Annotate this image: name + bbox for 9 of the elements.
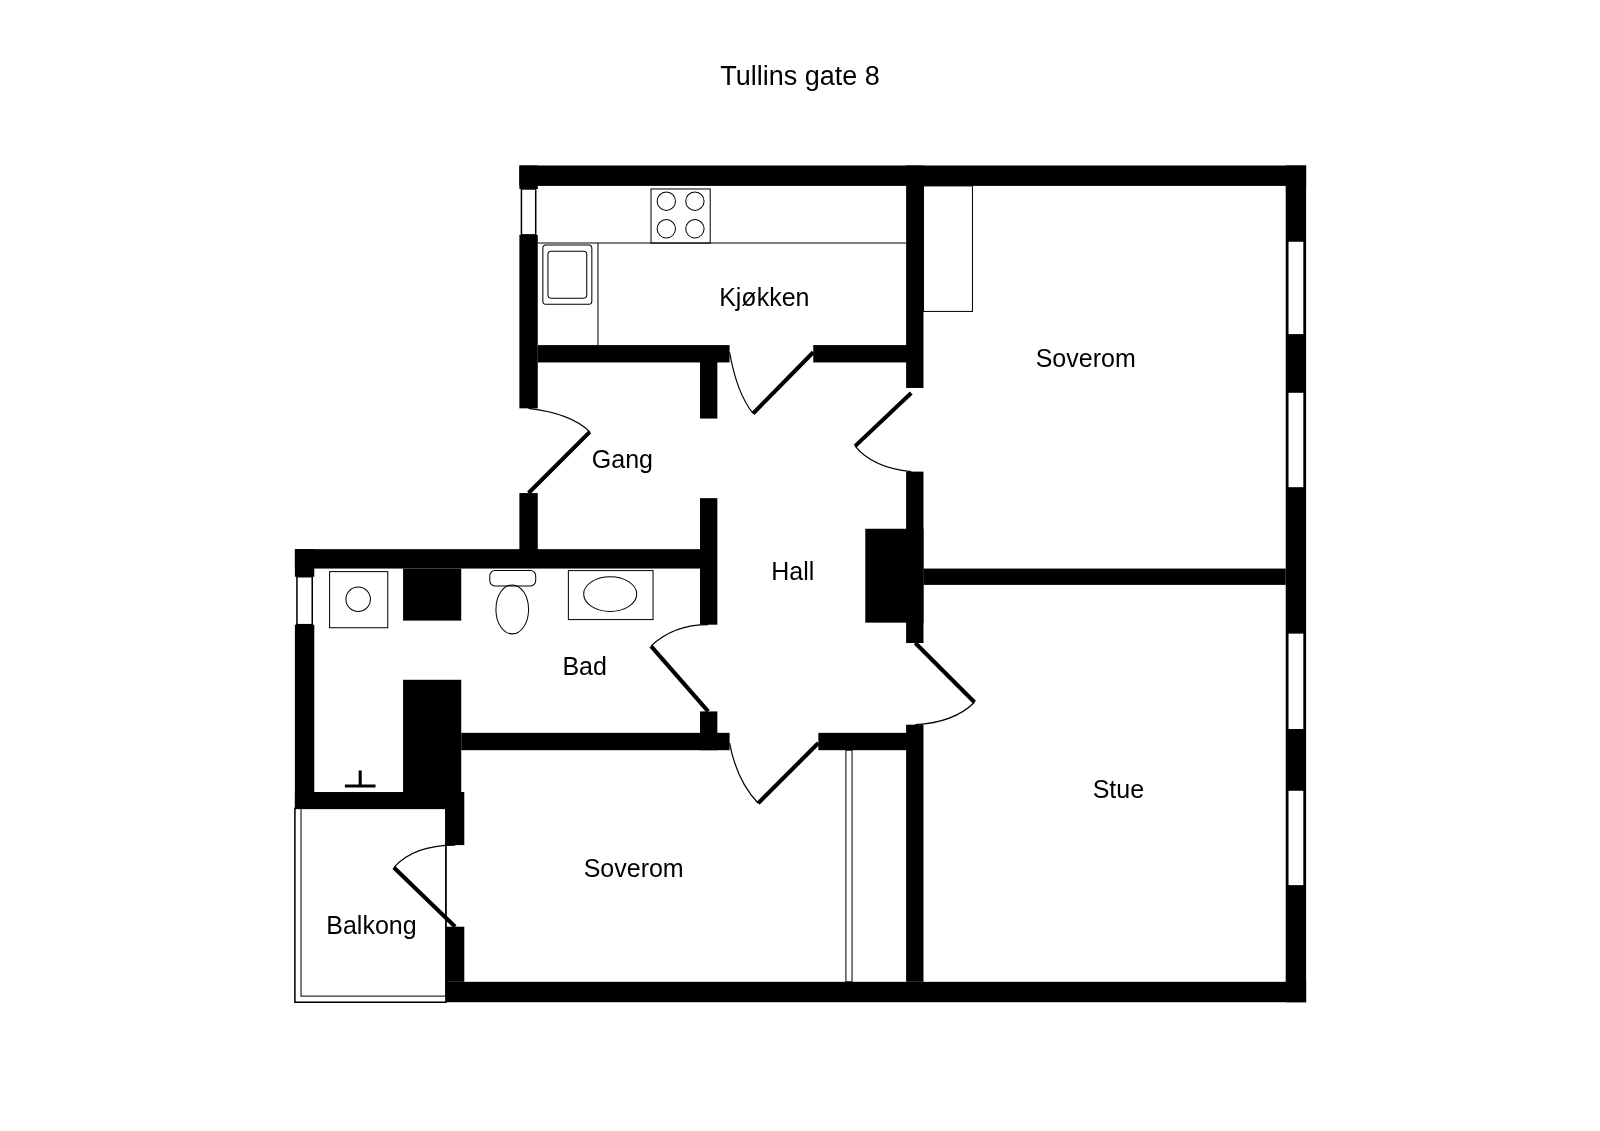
room-label: Bad <box>562 651 607 683</box>
room-label: Soverom <box>1035 343 1136 375</box>
room-label: Stue <box>1092 774 1145 806</box>
room-label: Hall <box>771 556 815 588</box>
room-label: Balkong <box>326 909 417 941</box>
room-label: Kjøkken <box>719 282 810 314</box>
room-label: Soverom <box>583 853 684 885</box>
title: Tullins gate 8 <box>720 59 880 93</box>
room-label: Gang <box>591 444 653 476</box>
